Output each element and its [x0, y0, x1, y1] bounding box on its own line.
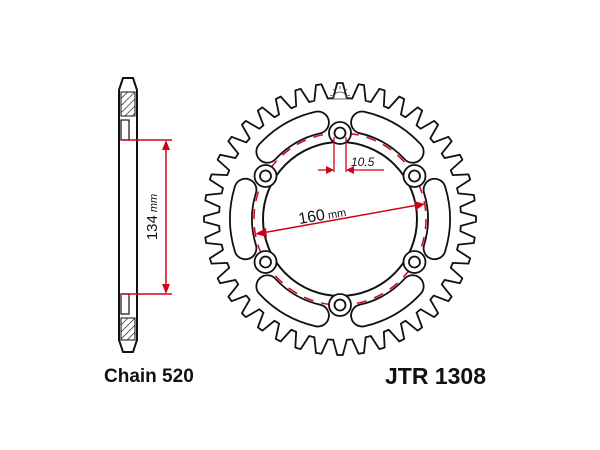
chain-size-label: Chain 520: [104, 366, 194, 387]
bolt-hole-arrow-left: [326, 166, 334, 174]
bolt-circle-value: 160: [297, 207, 326, 228]
bolt-hole: [333, 298, 347, 312]
jt-sun-logo-icon: [329, 86, 351, 100]
lightening-slot: [422, 177, 451, 261]
hub-step-top: [120, 119, 130, 141]
bolt-circle-unit: mm: [327, 207, 347, 222]
lightening-slot: [255, 110, 330, 164]
lightening-slot: [255, 274, 330, 328]
lightening-slot: [350, 110, 425, 164]
inner-diameter-label: 134 mm: [144, 194, 161, 240]
bolt-hole: [259, 169, 272, 183]
arrow-bottom: [162, 284, 170, 294]
bolt-hole: [259, 255, 272, 269]
sprocket-front-view: [203, 82, 477, 356]
lightening-slot: [350, 274, 425, 328]
profile-outline: [118, 77, 138, 353]
bolt-hole-arrow-right: [346, 166, 354, 174]
bolt-circle-dim-line: [261, 204, 419, 234]
bolt-hole: [333, 126, 347, 140]
bolt-hole-label: 10.5: [351, 155, 375, 169]
lightening-slots: [229, 110, 451, 328]
side-profile-view: [118, 77, 138, 353]
lightening-slot: [229, 177, 258, 261]
inner-diameter-dimension: [121, 139, 172, 295]
bolt-circle-arrow-left: [255, 228, 267, 237]
bolt-hole: [408, 169, 421, 183]
arrow-top: [162, 140, 170, 150]
bolt-circle-label: 160mm: [297, 203, 347, 228]
inner-diameter-unit: mm: [148, 194, 160, 212]
bolt-circle-dimension: [255, 201, 425, 237]
bolt-hole-dimension: [318, 137, 384, 174]
hub-step-bottom: [120, 293, 130, 315]
hatch-top: [120, 91, 136, 117]
part-number-label: JTR 1308: [385, 363, 487, 389]
bolt-circle-arrow-right: [414, 201, 425, 210]
hatch-bottom: [120, 317, 136, 341]
bolt-hole: [408, 255, 421, 269]
inner-diameter-value: 134: [144, 215, 161, 240]
